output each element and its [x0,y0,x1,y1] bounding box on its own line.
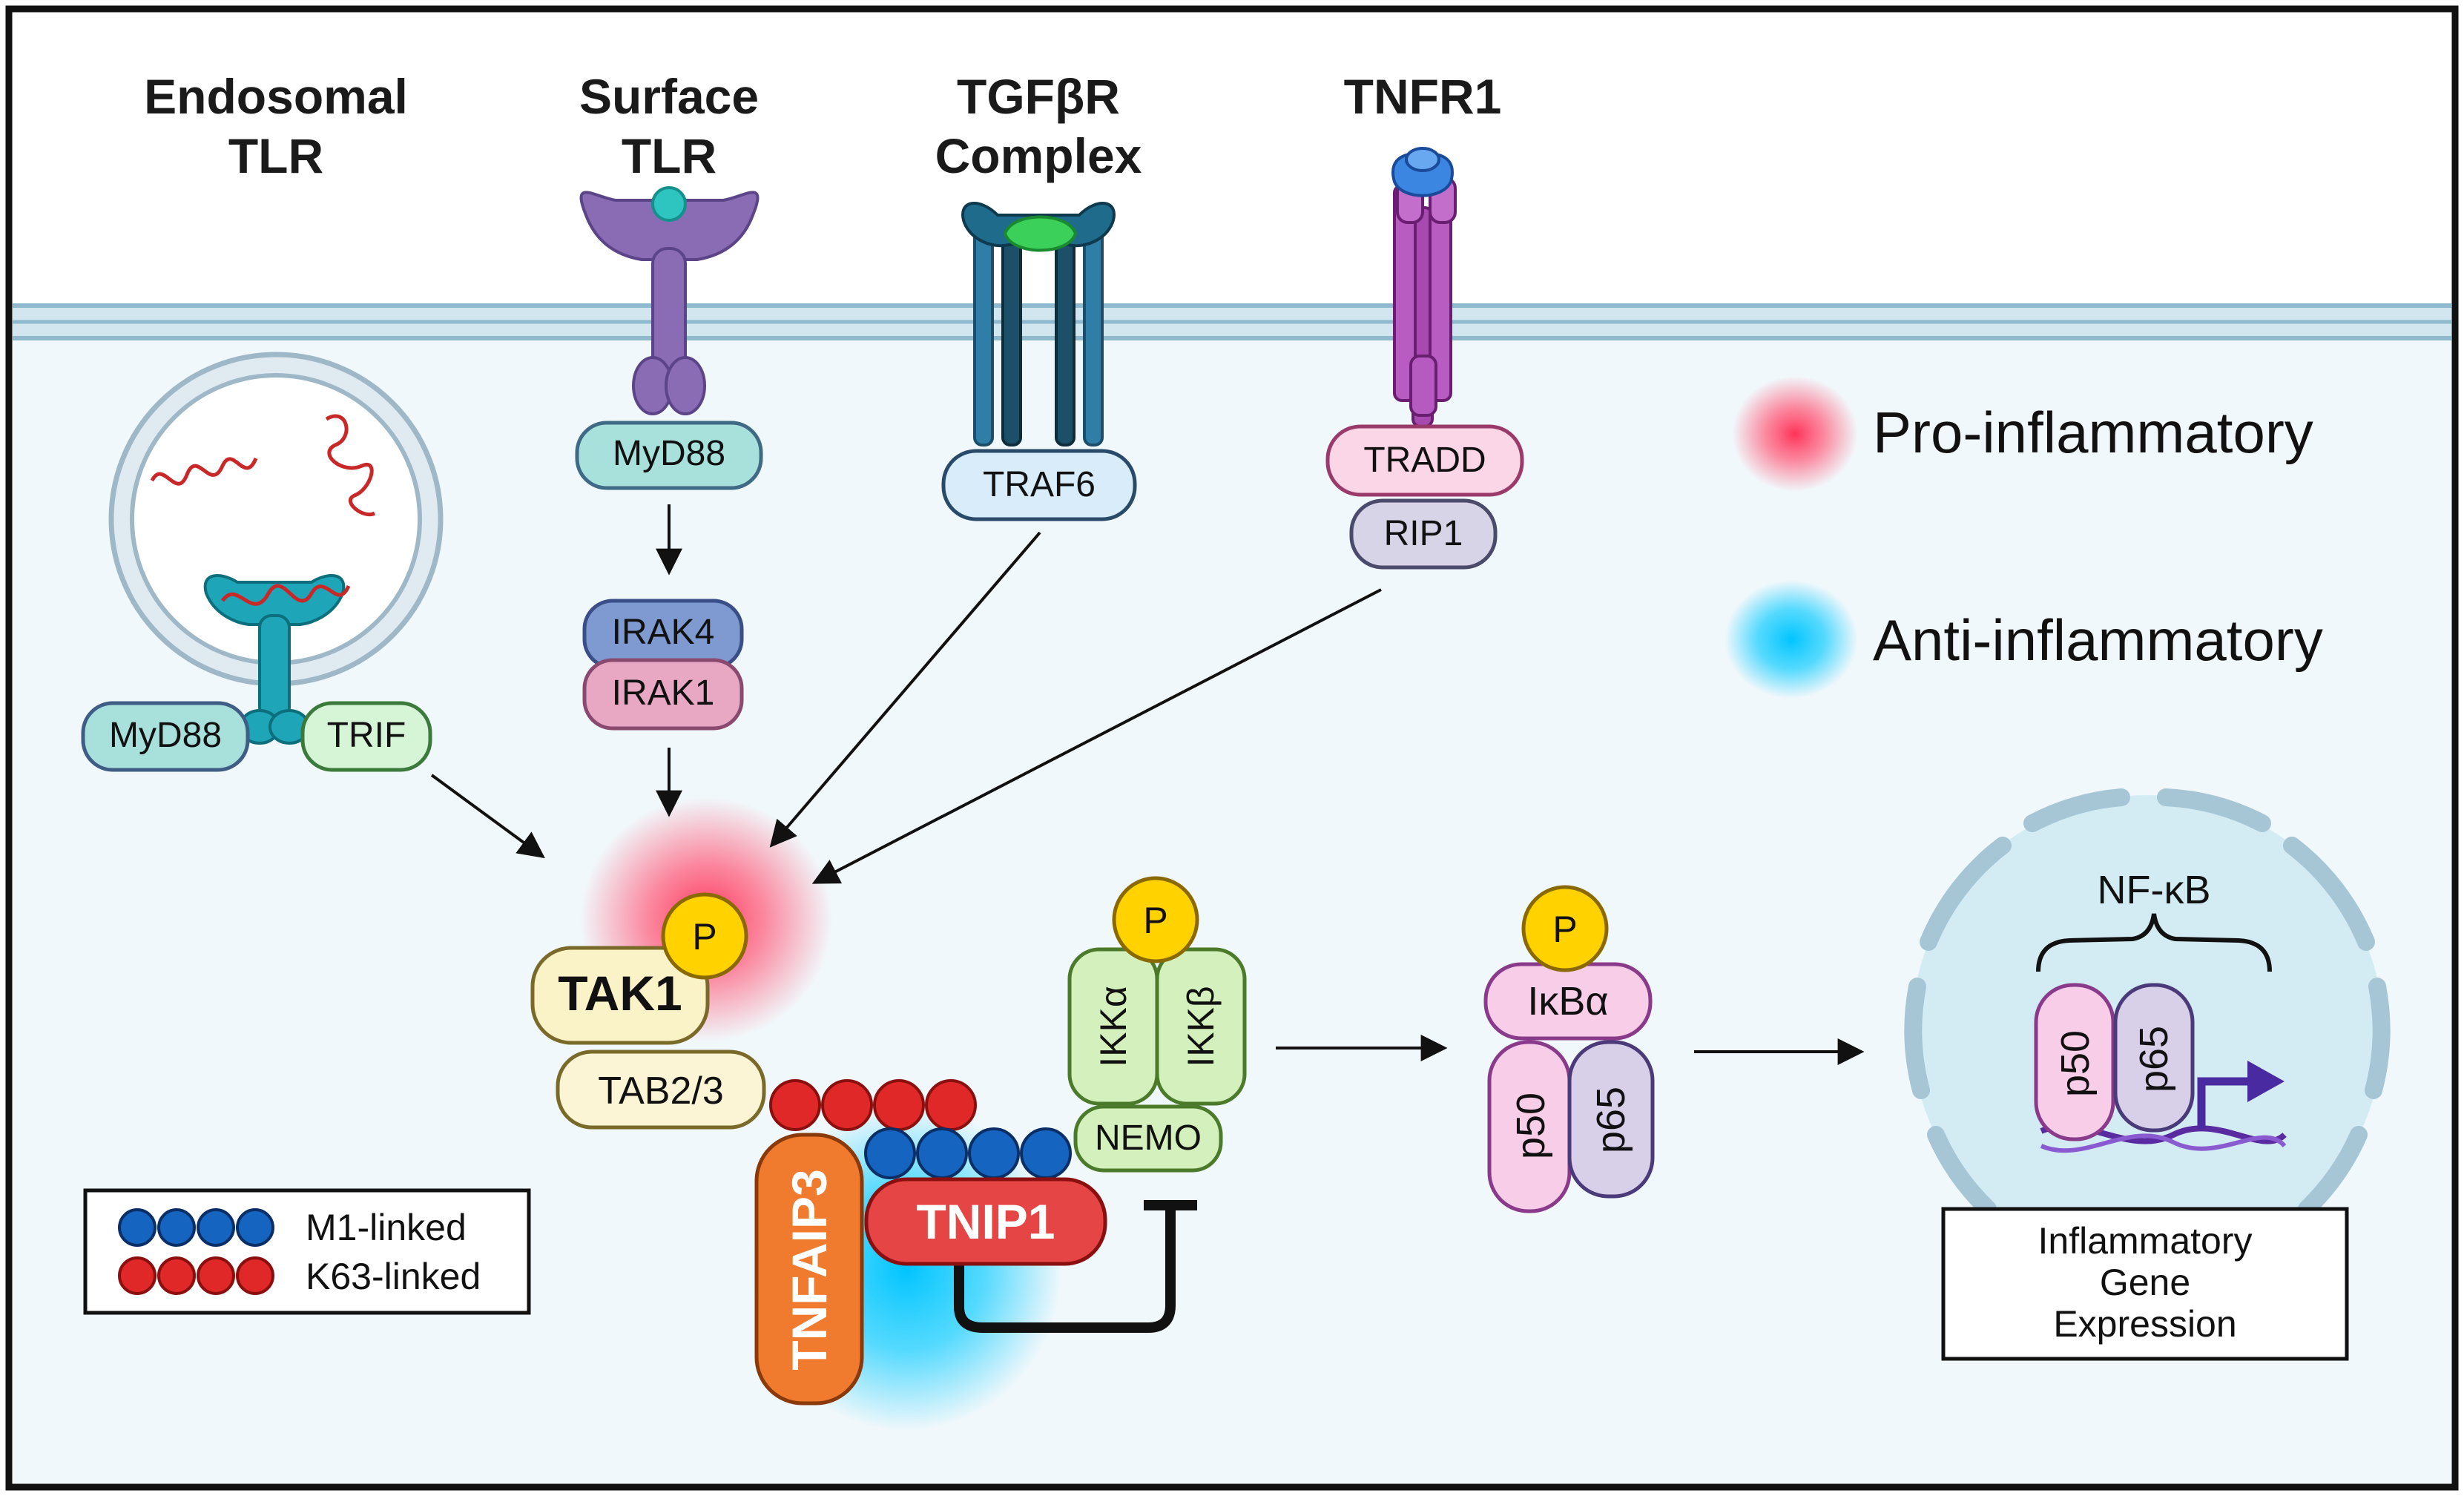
nemo-label: NEMO [1095,1118,1202,1158]
trif-box [300,701,432,772]
ikkb-label: IKKβ [1180,986,1222,1067]
p50-nuclear-box [2034,983,2115,1141]
signaling-arrows [430,504,1865,1065]
traf6-label: TRAF6 [983,465,1096,504]
m1-legend-label: M1-linked [306,1207,467,1248]
tnip1-inhibition-line [954,1205,1176,1333]
nucleic-acid-icon [150,457,258,486]
gene-expression-box [1941,1207,2349,1361]
tnfr1-receptor-icon [1391,147,1457,428]
p50-label: p50 [1509,1093,1553,1159]
myd88-surface-label: MyD88 [613,434,725,473]
tab23-box [556,1049,766,1130]
endosome [108,352,444,745]
nfkb-brace [2036,913,2272,972]
p50-nuclear-label: p50 [2053,1030,2098,1097]
tnfaip3-label: TNFAIP3 [782,1169,837,1370]
tak1-phospho-icon [661,892,748,980]
ubiquitin-legend: M1-linked K63-linked [83,1188,531,1315]
ikba-phospho-icon [1521,885,1609,972]
ubiquitin-chain-k63 [769,1079,977,1131]
rip1-label: RIP1 [1384,514,1463,553]
header-tnfr1: TNFR1 [1344,69,1502,124]
pro-inflammatory-swatch [1732,376,1858,492]
rip1-box [1349,498,1498,570]
tak1-label: TAK1 [558,966,682,1021]
myd88-surface-box [575,421,763,490]
irak4-label: IRAK4 [612,613,715,652]
p65-box [1567,1040,1655,1199]
tgfbr-receptor-icon [961,202,1116,447]
transcription-arrow-icon [2247,1061,2285,1102]
p65-nuclear-label: p65 [2132,1026,2176,1093]
ikba-label: IκBα [1527,979,1608,1024]
tradd-box [1325,424,1524,497]
nemo-box [1073,1104,1223,1173]
anti-inflammatory-swatch [1725,580,1858,699]
irak1-label: IRAK1 [612,673,715,713]
p65-label: p65 [1589,1087,1633,1153]
ikkb-box [1155,947,1247,1106]
anti-inflammatory-label: Anti-inflammatory [1873,607,2323,673]
tnfaip3-box [754,1133,864,1406]
k63-legend-swatch [118,1256,274,1295]
tnip1-label: TNIP1 [916,1194,1055,1249]
tradd-label: TRADD [1363,441,1486,480]
transcription-start-icon [2197,1077,2255,1129]
tak1-phospho-label: P [692,916,717,958]
myd88-endosomal-label: MyD88 [109,716,222,755]
ikba-phospho-label: P [1552,909,1577,950]
cell-membrane [13,303,2451,340]
trif-label: TRIF [327,716,406,755]
nucleic-acid-icon [325,414,376,517]
irak1-box [582,658,744,731]
p65-nuclear-box [2113,983,2195,1133]
nfkb-label: NF-κB [2098,868,2211,912]
ikk-phospho-label: P [1143,900,1167,941]
nucleic-acid-icon [220,584,351,606]
dna-strand-icon [2040,1133,2287,1153]
endosomal-tlr-receptor-icon [203,574,346,745]
pro-inflammatory-label: Pro-inflammatory [1873,400,2313,465]
ikk-phospho-icon [1112,876,1199,963]
k63-legend-label: K63-linked [306,1256,481,1297]
myd88-endosomal-box [81,701,250,772]
surface-tlr-receptor-icon [579,186,760,415]
m1-legend-swatch [118,1208,274,1247]
tnip1-box [864,1177,1107,1266]
inflammation-legend: Pro-inflammatory Anti-inflammatory [1725,376,2323,699]
tak1-box [530,946,710,1045]
tab23-label: TAB2/3 [598,1070,724,1113]
ubiquitin-chain-m1 [864,1127,1072,1179]
ikka-label: IKKα [1093,986,1134,1067]
traf6-box [941,449,1137,521]
